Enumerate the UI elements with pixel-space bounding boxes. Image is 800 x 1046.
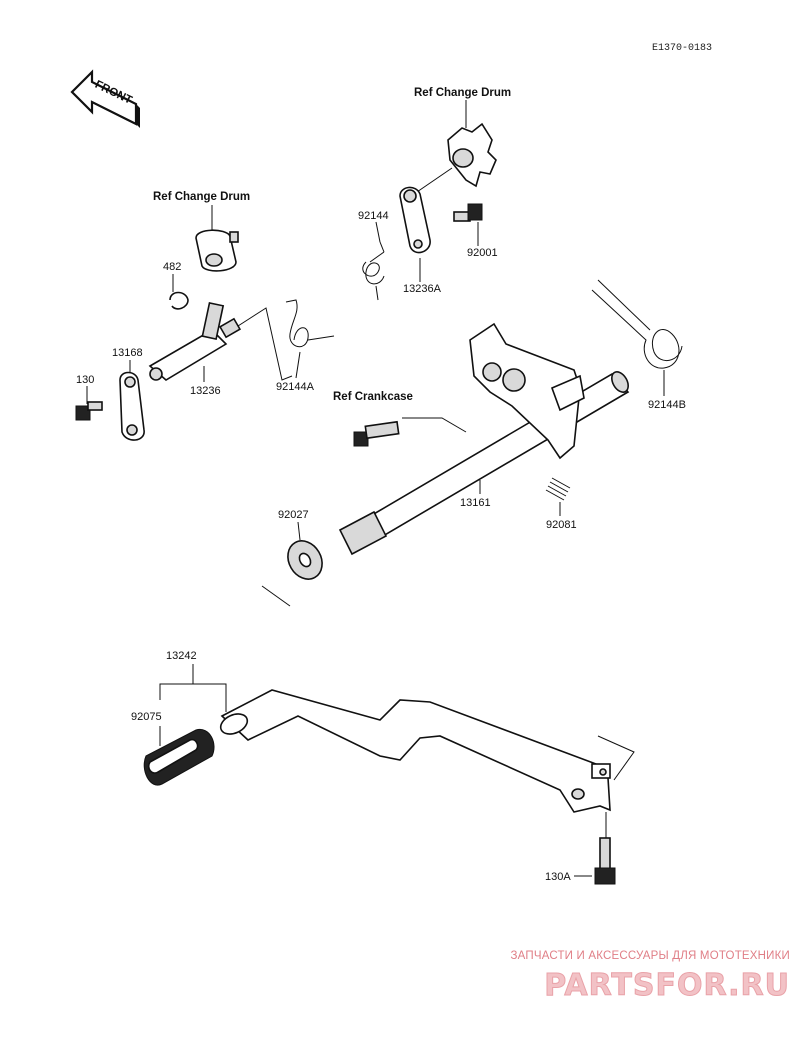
bolt-130 bbox=[75, 401, 103, 421]
label-92027: 92027 bbox=[278, 509, 309, 521]
bolt-92001 bbox=[453, 203, 483, 222]
label-13242: 13242 bbox=[166, 650, 197, 662]
leader-line bbox=[297, 521, 301, 541]
leader-line bbox=[375, 221, 381, 243]
label-13236A: 13236A bbox=[403, 283, 442, 295]
arm-13168 bbox=[119, 371, 145, 441]
leader-line bbox=[295, 351, 301, 379]
ref-change-drum-top: Ref Change Drum bbox=[414, 87, 511, 99]
label-92144: 92144 bbox=[358, 210, 389, 222]
bracket-line bbox=[237, 307, 293, 381]
label-92081: 92081 bbox=[546, 519, 577, 531]
change-drum-cam-top bbox=[447, 100, 497, 188]
circlip-482 bbox=[169, 291, 189, 310]
ref-change-drum-left: Ref Change Drum bbox=[153, 191, 250, 203]
ref-crankcase: Ref Crankcase bbox=[333, 391, 413, 403]
label-92075: 92075 bbox=[131, 711, 162, 723]
label-92001: 92001 bbox=[467, 247, 498, 259]
leader-line bbox=[402, 417, 467, 433]
label-482: 482 bbox=[163, 261, 181, 273]
arm-13236A bbox=[399, 186, 431, 254]
label-130A: 130A bbox=[545, 871, 571, 883]
bolt-130A bbox=[594, 837, 616, 885]
watermark-tagline: ЗАПЧАСТИ И АКСЕССУАРЫ ДЛЯ МОТОТЕХНИКИ bbox=[510, 950, 790, 962]
shift-shaft-13161 bbox=[338, 322, 630, 556]
label-92144B: 92144B bbox=[648, 399, 686, 411]
label-13161: 13161 bbox=[460, 497, 491, 509]
pedal-rubber-92075 bbox=[143, 728, 215, 786]
shift-pedal-13242 bbox=[219, 689, 611, 813]
label-92144A: 92144A bbox=[276, 381, 315, 393]
label-130: 130 bbox=[76, 374, 94, 386]
spring-92081 bbox=[545, 477, 571, 501]
shaft-13236 bbox=[148, 301, 242, 381]
label-13168: 13168 bbox=[112, 347, 143, 359]
label-13236: 13236 bbox=[190, 385, 221, 397]
leader-line bbox=[413, 167, 453, 195]
bracket-line bbox=[597, 735, 635, 781]
change-drum-cam-left bbox=[195, 229, 239, 272]
watermark-logo: PARTSFOR.RU bbox=[544, 968, 790, 1004]
bracket-line bbox=[261, 585, 291, 607]
spring-92144B bbox=[591, 279, 683, 369]
bolt-crankcase bbox=[353, 420, 400, 447]
bracket-13242 bbox=[159, 664, 227, 712]
washer-92027 bbox=[287, 540, 323, 580]
spring-92144A bbox=[285, 299, 335, 348]
diagram-code: E1370-0183 bbox=[652, 43, 712, 54]
front-arrow-icon: FRONT bbox=[70, 69, 140, 128]
spring-92144 bbox=[362, 241, 385, 301]
